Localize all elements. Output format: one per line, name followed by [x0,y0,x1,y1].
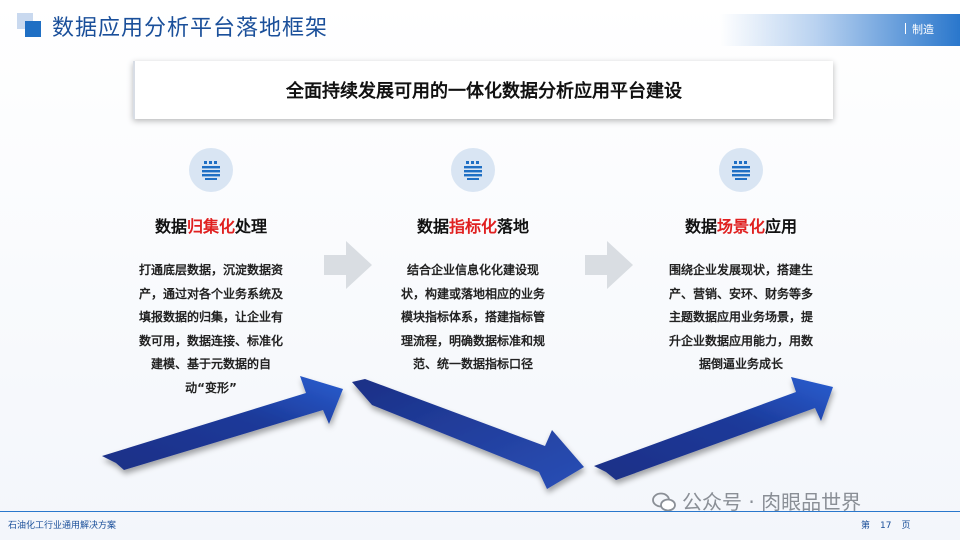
database-icon [189,148,233,192]
column-indicator: 数据指标化落地 结合企业信息化化建设现状，构建或落地相应的业务模块指标体系，搭建… [373,148,573,377]
logo-squares-icon [17,13,41,37]
page-title: 数据应用分析平台落地框架 [52,16,329,41]
arrow-up-left [102,376,343,470]
column-title: 数据指标化落地 [416,217,530,236]
watermark: 公众号 · 肉眼品世界 [652,486,861,515]
header-tag: 制造 [905,21,934,37]
arrow-up-right [594,377,833,480]
page-header: 数据应用分析平台落地框架 制造 [0,0,960,46]
database-icon [719,148,763,192]
wechat-icon [652,492,676,512]
chevron-right-icon [585,241,633,289]
column-collection: 数据归集化处理 打通底层数据，沉淀数据资产，通过对各个业务系统及填报数据的归集，… [111,148,311,400]
footer-divider [0,511,960,512]
column-title: 数据归集化处理 [154,217,268,236]
column-scenario: 数据场景化应用 围绕企业发展现状，搭建生产、营销、安环、财务等多主题数据应用业务… [641,148,841,377]
arrow-down-middle [352,379,584,489]
banner-title: 全面持续发展可用的一体化数据分析应用平台建设 [286,81,682,102]
footer-doc-title: 石油化工行业通用解决方案 [8,521,117,531]
column-description: 围绕企业发展现状，搭建生产、营销、安环、财务等多主题数据应用业务场景，提升企业数… [668,263,813,371]
column-description: 打通底层数据，沉淀数据资产，通过对各个业务系统及填报数据的归集，让企业有数可用，… [138,263,283,395]
database-icon [451,148,495,192]
column-description: 结合企业信息化化建设现状，构建或落地相应的业务模块指标体系，搭建指标管理流程，明… [400,263,545,371]
watermark-text: 公众号 · 肉眼品世界 [682,490,862,514]
chevron-right-icon [324,241,372,289]
column-title: 数据场景化应用 [684,217,798,236]
banner-box: 全面持续发展可用的一体化数据分析应用平台建设 [133,61,833,119]
